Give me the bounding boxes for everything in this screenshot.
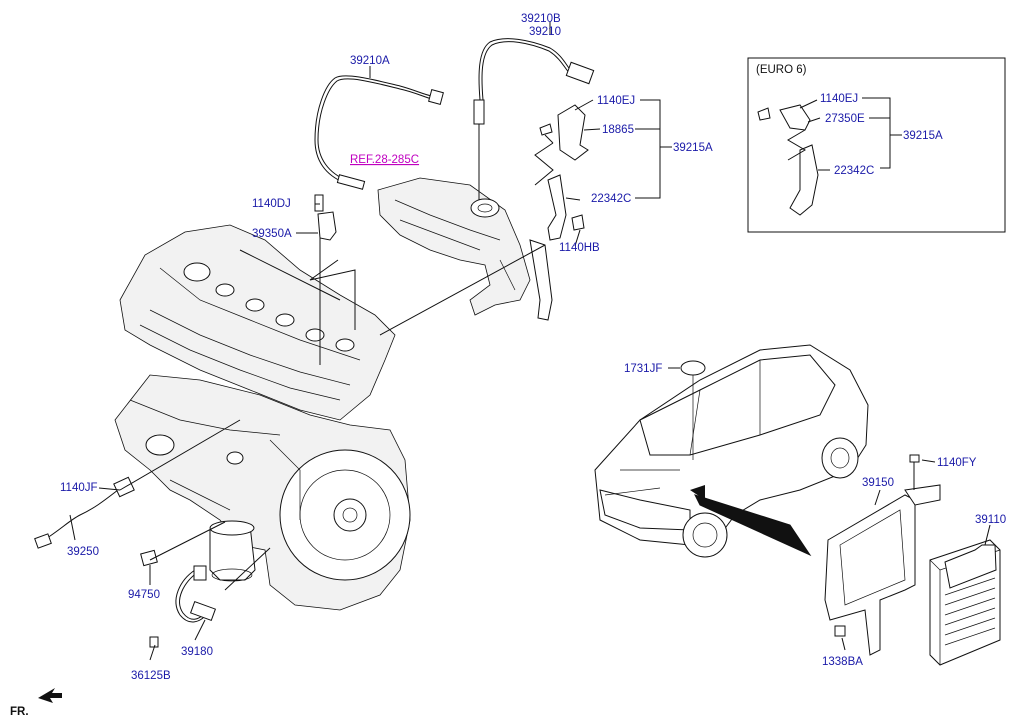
euro6-inset xyxy=(747,57,1006,233)
label-39210: 39210 xyxy=(529,26,561,38)
sensor-bracket-18865 xyxy=(539,104,589,161)
inset-label-27350e: 27350E xyxy=(825,113,865,125)
ecu-bracket-39150 xyxy=(824,484,941,656)
label-22342c: 22342C xyxy=(591,193,631,205)
label-39210a: 39210A xyxy=(350,55,390,67)
label-1140jf: 1140JF xyxy=(60,482,98,494)
inset-label-39215a: 39215A xyxy=(903,130,943,142)
label-39215a: 39215A xyxy=(673,142,713,154)
label-18865: 18865 xyxy=(602,124,634,136)
oxygen-sensor-39210b xyxy=(473,38,595,200)
vehicle-illustration xyxy=(594,344,869,558)
crank-sensor-39180 xyxy=(175,565,217,623)
bolt-36125b xyxy=(149,636,159,648)
label-1140dj: 1140DJ xyxy=(252,198,291,210)
label-1140ej: 1140EJ xyxy=(597,95,635,107)
label-1140fy: 1140FY xyxy=(937,457,977,469)
label-39110: 39110 xyxy=(975,514,1006,526)
exhaust-manifold xyxy=(377,177,553,321)
nut-1338ba xyxy=(834,625,846,637)
label-39210b: 39210B xyxy=(521,13,561,25)
front-direction-arrow xyxy=(38,688,62,703)
label-1338ba: 1338BA xyxy=(822,656,863,668)
engine-assembly xyxy=(114,224,411,611)
bracket-22342c xyxy=(547,174,585,241)
leader-lines xyxy=(69,22,991,661)
label-39350a: 39350A xyxy=(252,228,292,240)
label-94750: 94750 xyxy=(128,589,160,601)
label-39150: 39150 xyxy=(862,477,894,489)
ecu-39110 xyxy=(929,539,1001,666)
label-36125b: 36125B xyxy=(131,670,171,682)
oxygen-sensor-39210a xyxy=(314,75,444,190)
label-front: FR. xyxy=(10,706,29,718)
label-39250: 39250 xyxy=(67,546,99,558)
inset-label-22342c: 22342C xyxy=(834,165,874,177)
inset-title: (EURO 6) xyxy=(756,64,807,76)
oil-pressure-switch-94750 xyxy=(140,549,158,567)
label-ref-28-285c[interactable]: REF.28-285C xyxy=(350,154,419,166)
label-1731jf: 1731JF xyxy=(624,363,662,375)
cam-sensor-39350a xyxy=(314,194,337,241)
label-39180: 39180 xyxy=(181,646,213,658)
part-labels: 39210B 39210 39210A REF.28-285C 1140EJ 1… xyxy=(10,13,1006,718)
inset-label-1140ej: 1140EJ xyxy=(820,93,858,105)
bolt-1140fy xyxy=(909,454,920,490)
label-1140hb: 1140HB xyxy=(559,242,600,254)
